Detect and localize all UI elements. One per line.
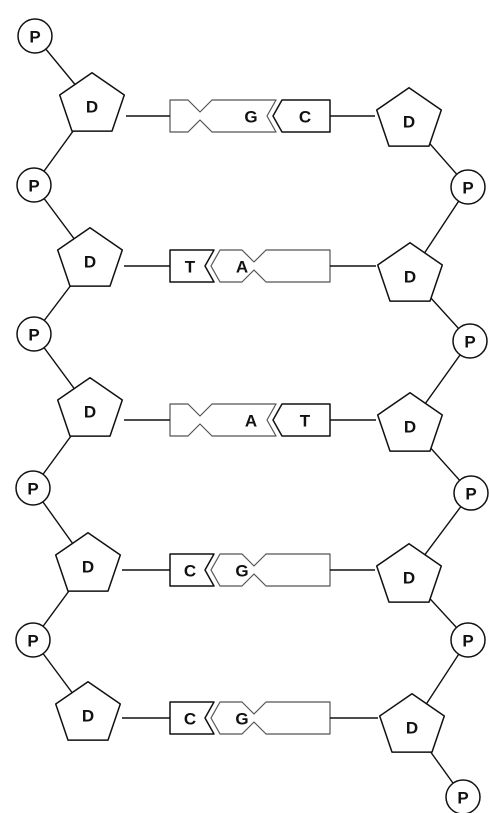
phosphate-label: P	[465, 485, 476, 504]
base-pair-4-right-letter: G	[235, 562, 248, 581]
backbone-nodes: P P P P P P P P P P D D D D D D D D D D	[15, 18, 489, 813]
phosphate-label: P	[28, 177, 39, 196]
sugar-pentagon	[54, 531, 122, 592]
phosphate-circle	[445, 779, 481, 813]
left-phosphate-2: P	[16, 167, 52, 203]
base-pair-1-left-base	[169, 99, 277, 133]
phosphate-circle	[16, 167, 52, 203]
base-pair-4-right-base	[210, 553, 331, 587]
base-pair-5-right-base	[210, 701, 331, 735]
base-pair-3-right-base	[272, 403, 331, 437]
left-sugar-3: D	[56, 376, 124, 437]
base-pair-2-left-base	[169, 249, 215, 283]
right-sugar-4: D	[375, 542, 443, 603]
phosphate-circle	[16, 316, 52, 352]
right-phosphate-2: P	[452, 323, 488, 359]
phosphate-circle	[17, 18, 53, 54]
base-pair-4-left-base	[169, 553, 215, 587]
right-phosphate-1: P	[450, 169, 486, 205]
left-phosphate-4: P	[15, 470, 51, 506]
sugar-pentagon	[375, 542, 443, 603]
base-pair-1-left-letter: G	[244, 108, 257, 127]
phosphate-label: P	[29, 28, 40, 47]
sugar-label: D	[404, 268, 416, 287]
left-sugar-4: D	[54, 531, 122, 592]
right-backbone-strand	[408, 119, 472, 798]
phosphate-circle	[450, 622, 486, 658]
base-pair-2-right-letter: A	[236, 258, 248, 277]
phosphate-circle	[452, 323, 488, 359]
sugar-label: D	[406, 719, 418, 738]
right-sugar-5: D	[378, 692, 446, 753]
left-backbone-strand	[32, 35, 93, 715]
base-pair-3-right-letter: T	[300, 412, 311, 431]
left-sugar-1: D	[58, 71, 126, 132]
right-sugar-3: D	[376, 391, 444, 452]
sugar-label: D	[86, 98, 98, 117]
phosphate-label: P	[27, 480, 38, 499]
sugar-label: D	[82, 707, 94, 726]
right-phosphate-3: P	[453, 475, 489, 511]
base-pair-3-left-base	[169, 403, 277, 437]
phosphate-label: P	[464, 333, 475, 352]
left-phosphate-1: P	[17, 18, 53, 54]
base-pair-1-right-letter: C	[299, 108, 311, 127]
left-phosphate-3: P	[16, 316, 52, 352]
sugar-pentagon	[54, 680, 122, 741]
base-pair-1-right-base	[272, 99, 331, 133]
right-phosphate-4: P	[450, 622, 486, 658]
left-sugar-5: D	[54, 680, 122, 741]
sugar-pentagon	[376, 241, 444, 302]
sugar-label: D	[403, 113, 415, 132]
right-sugar-1: D	[375, 86, 443, 147]
base-pair-2-left-letter: T	[185, 258, 196, 277]
base-pair-4-left-letter: C	[184, 562, 196, 581]
sugar-label: D	[404, 418, 416, 437]
base-pair-5-right-letter: G	[235, 710, 248, 729]
sugar-pentagon	[56, 226, 124, 287]
phosphate-circle	[450, 169, 486, 205]
phosphate-circle	[15, 470, 51, 506]
base-pair-5-left-base	[169, 701, 215, 735]
phosphate-circle	[453, 475, 489, 511]
phosphate-label: P	[27, 632, 38, 651]
phosphate-label: P	[462, 179, 473, 198]
sugar-pentagon	[375, 86, 443, 147]
backbone-lines	[32, 35, 472, 798]
sugar-pentagon	[56, 376, 124, 437]
phosphate-label: P	[462, 632, 473, 651]
right-phosphate-5: P	[445, 779, 481, 813]
base-pair-3-left-letter: A	[245, 412, 257, 431]
sugar-pentagon	[376, 391, 444, 452]
left-phosphate-5: P	[15, 622, 51, 658]
sugar-label: D	[84, 403, 96, 422]
sugar-label: D	[84, 253, 96, 272]
base-pair-5-left-letter: C	[184, 710, 196, 729]
sugar-label: D	[403, 569, 415, 588]
sugar-label: D	[82, 558, 94, 577]
sugar-pentagon	[378, 692, 446, 753]
phosphate-label: P	[28, 326, 39, 345]
left-sugar-2: D	[56, 226, 124, 287]
right-sugar-2: D	[376, 241, 444, 302]
sugar-pentagon	[58, 71, 126, 132]
base-pair-2-right-base	[210, 249, 331, 283]
phosphate-label: P	[457, 789, 468, 808]
phosphate-circle	[15, 622, 51, 658]
